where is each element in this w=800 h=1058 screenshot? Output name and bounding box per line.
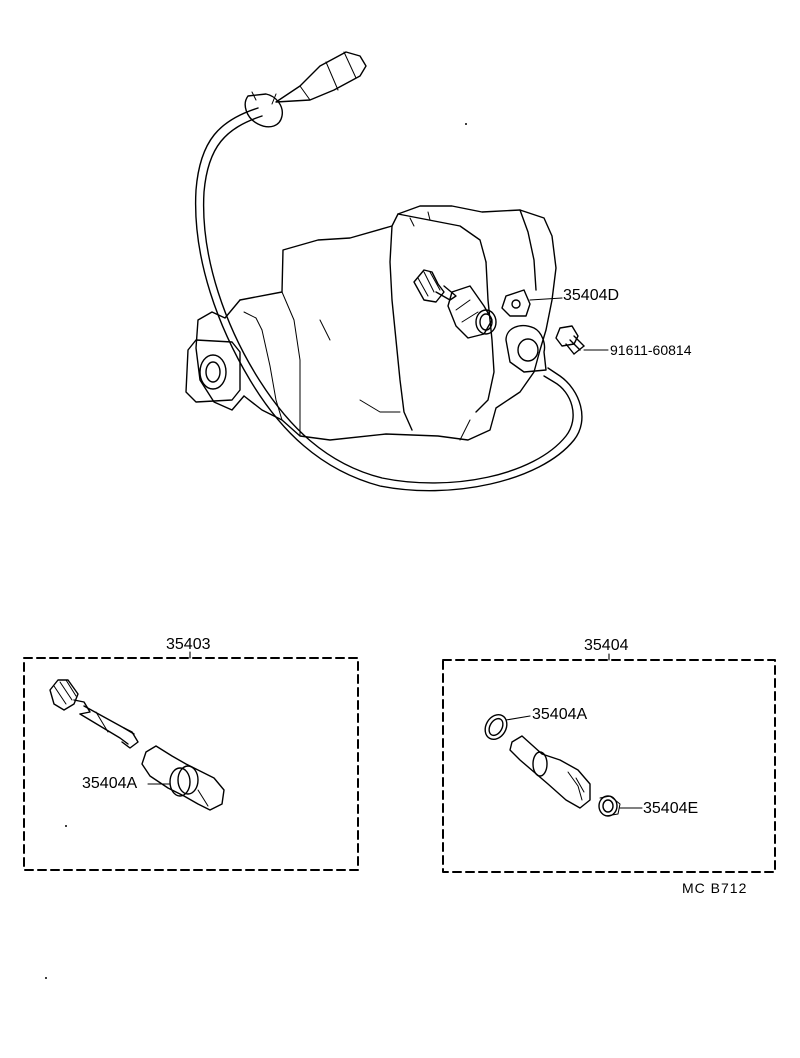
lock-plate [501, 289, 563, 317]
figure-code: MC B712 [682, 880, 748, 896]
driven-gear-sleeve [141, 745, 225, 811]
driven-gear-installed [413, 269, 497, 339]
oil-seal [598, 795, 643, 817]
group-35404-box [442, 653, 776, 873]
label-35404a-left: 35404A [82, 775, 138, 792]
label-91611-60814: 91611-60814 [610, 342, 692, 358]
label-35403: 35403 [166, 636, 211, 653]
driven-gear-shaft [49, 679, 139, 749]
bolt [555, 325, 609, 355]
sleeve [509, 735, 591, 809]
transmission-housing [185, 205, 557, 441]
label-35404d: 35404D [563, 287, 620, 304]
label-35404e: 35404E [643, 800, 699, 817]
label-35404: 35404 [584, 637, 629, 654]
speedometer-cable [194, 51, 583, 492]
o-ring [484, 713, 531, 741]
group-35403-box [23, 651, 359, 871]
label-35404a-right: 35404A [532, 706, 588, 723]
